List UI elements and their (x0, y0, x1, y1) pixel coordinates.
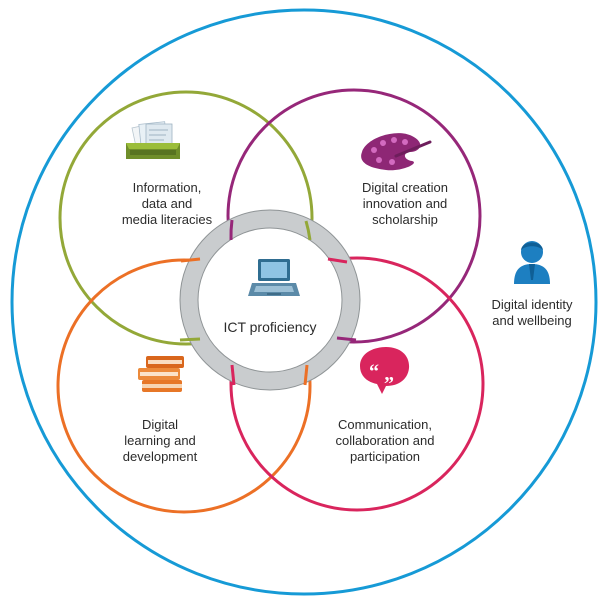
label-creation-line-2: innovation and (362, 196, 448, 211)
person-icon (514, 241, 550, 284)
center-ring-edge-outer (179, 209, 361, 391)
label-communication: Communication, collaboration and partici… (305, 417, 465, 465)
label-learning: Digital learning and development (85, 417, 235, 465)
svg-text:“: “ (369, 361, 379, 383)
paint-palette-icon (361, 133, 432, 171)
circle-communication (229, 256, 485, 512)
label-learning-line-3: development (122, 449, 198, 464)
label-identity: Digital identity and wellbeing (472, 297, 592, 329)
center-label: ICT proficiency (205, 319, 335, 335)
center-label-text: ICT proficiency (223, 319, 317, 335)
label-learning-line-2: learning and (124, 433, 196, 448)
label-information: Information, data and media literacies (92, 180, 242, 228)
label-creation-line-1: Digital creation (362, 180, 448, 195)
outer-circle-identity (10, 8, 598, 596)
center-ring-edge-inner (197, 227, 343, 373)
circle-information (58, 90, 314, 346)
label-identity-line-2: and wellbeing (492, 313, 572, 328)
label-information-line-3: media literacies (121, 212, 213, 227)
laptop-icon (248, 259, 300, 296)
label-identity-line-1: Digital identity (491, 297, 573, 312)
ring-crossings (179, 219, 357, 386)
svg-text:”: ” (384, 373, 394, 395)
center-ring (180, 210, 360, 390)
label-information-line-1: Information, (132, 180, 202, 195)
book-stack-icon (138, 356, 184, 392)
speech-bubble-icon: “ ” (360, 347, 410, 395)
label-learning-line-1: Digital (141, 417, 179, 432)
card-file-icon (126, 121, 180, 159)
label-creation-line-3: scholarship (372, 212, 438, 227)
label-communication-line-3: participation (349, 449, 421, 464)
label-information-line-2: data and (141, 196, 193, 211)
circle-creation (226, 88, 482, 344)
label-communication-line-2: collaboration and (335, 433, 435, 448)
label-creation: Digital creation innovation and scholars… (330, 180, 480, 228)
label-communication-line-1: Communication, (338, 417, 432, 432)
